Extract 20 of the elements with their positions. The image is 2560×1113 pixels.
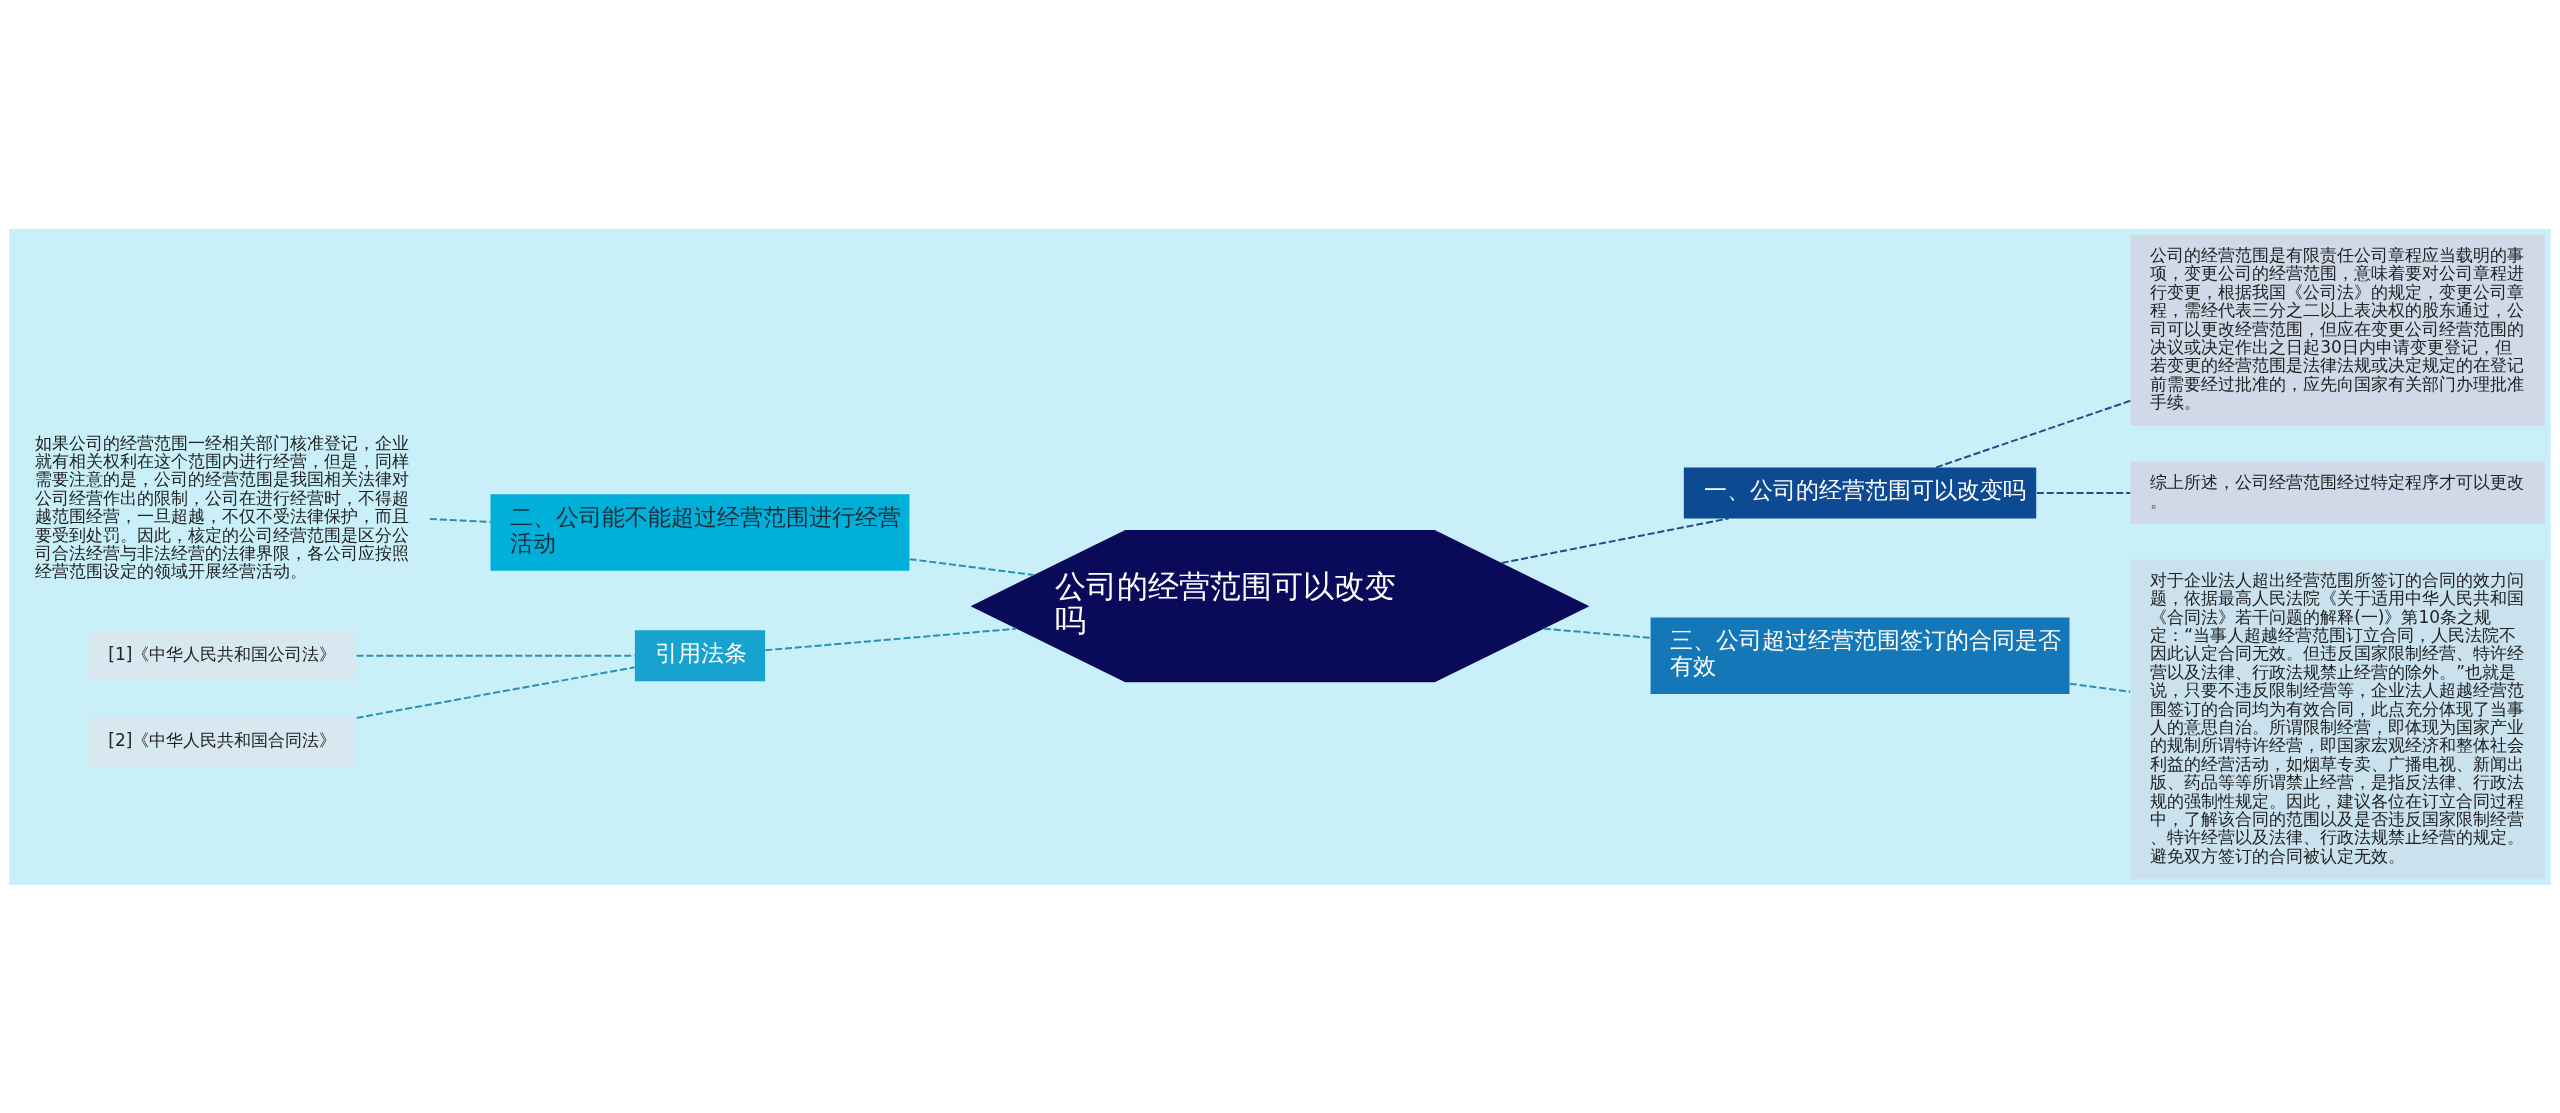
node-box: 二、公司能不能超过经营范围进行经营活动 xyxy=(490,493,910,571)
connector xyxy=(355,665,636,719)
connector xyxy=(2068,682,2132,693)
node-box: 公司的经营范围是有限责任公司章程应当载明的事项，变更公司的经营范围，意味着要对公司章程进行变更，根据我国《公司法》的规定，变更公司章程，需经代表三分之二以上表决权的股东通过，公司可以更改经营范围，但应在变更公司经营范围的决议或决定作出之日起30日内申请变更登记，但若变更的经营范围是法律法规或决定规定的在登记前需要经过批准的，应先向国家有关部门办理批准手续。 xyxy=(2130,234,2546,426)
node-box: 综上所述，公司经营范围经过特定程序才可以更改。 xyxy=(2130,461,2546,524)
connector xyxy=(1500,517,1730,564)
node-text: 如果公司的经营范围一经相关部门核准登记，企业就有相关权利在这个范围内进行经营，但是，同样需要注意的是，公司的经营范围是我国相关法律对公司经营作出的限制，公司在进行经营时，不得超越范围经营，一旦超越，不仅不受法律保护，而且要受到处罚。因此，核定的公司经营范围是区分公司合法经营与非法经营的法律界限，各公司应按照经营范围设定的领域开展经营活动。 xyxy=(34,432,409,581)
node-box: 引用法条 xyxy=(634,629,766,681)
node-box: [1]《中华人民共和国公司法》 xyxy=(88,629,357,681)
node-box: [2]《中华人民共和国合同法》 xyxy=(88,716,357,768)
node-box: 三、公司超过经营范围签订的合同是否有效 xyxy=(1650,617,2070,694)
connector xyxy=(355,654,636,657)
connector xyxy=(764,627,1017,651)
connector xyxy=(2035,491,2132,494)
connector xyxy=(428,517,492,523)
connector xyxy=(1542,627,1652,639)
connector xyxy=(1935,399,2132,468)
connector xyxy=(908,557,1035,576)
node-box: 一、公司的经营范围可以改变吗 xyxy=(1683,467,2037,518)
node-box: 对于企业法人超出经营范围所签订的合同的效力问题，依据最高人民法院《关于适用中华人民共和国《合同法》若干问题的解释(一)》第10条之规定：“当事人超越经营范围订立合同，人民法院不因此认定合同无效。但违反国家限制经营、特许经营以及法律、行政法规禁止经营的除外。”也就是说，只要不违反限制经营等，企业法人超越经营范围签订的合同均为有效合同，此点充分体现了当事人的意思自治。所谓限制经营，即体现为国家产业的规制所谓特许经营，即国家宏观经济和整体社会利益的经营活动，如烟草专卖、广播电视、新闻出版、药品等等所谓禁止经营，是指反法律、行政法规的强制性规定。因此，建议各位在订立合同过程中，了解该合同的范围以及是否违反国家限制经营、特许经营以及法律、行政法规禁止经营的规定。避免双方签订的合同被认定无效。 xyxy=(2130,559,2546,879)
